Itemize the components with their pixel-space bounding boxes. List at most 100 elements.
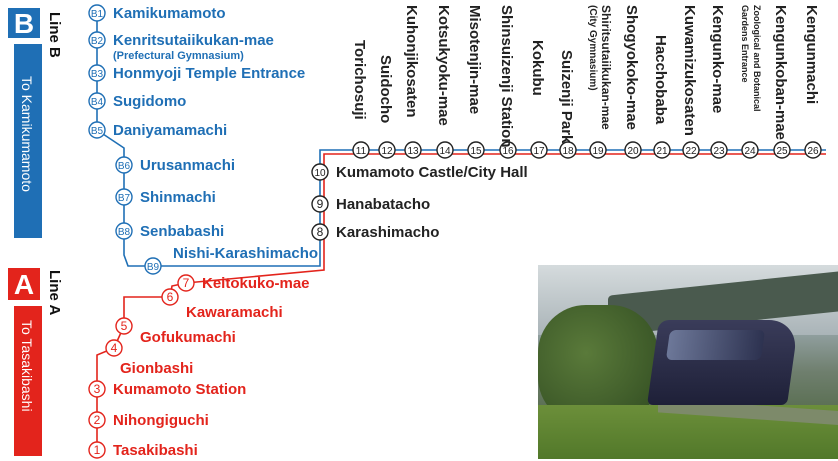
station-b1[interactable]: B1 [88, 4, 106, 22]
station-26-number: 26 [807, 146, 819, 157]
station-10-circle [311, 163, 329, 181]
station-26-name: Kengunmachi [803, 5, 820, 104]
station-b7[interactable]: B7 [115, 188, 133, 206]
station-10[interactable]: 10 [311, 163, 329, 181]
station-a4-circle [105, 339, 123, 357]
station-22[interactable]: 22 [682, 141, 700, 159]
station-b4-circle [88, 92, 106, 110]
line-b-letter: B [14, 8, 34, 39]
station-b9[interactable]: B9 [144, 257, 162, 275]
station-23-circle [710, 141, 728, 159]
station-a2-name: Nihongiguchi [113, 412, 209, 429]
station-16[interactable]: 16 [499, 141, 517, 159]
station-13-circle [404, 141, 422, 159]
station-23-name: Kengunko-mae [709, 5, 726, 113]
station-25[interactable]: 25 [773, 141, 791, 159]
station-16-number: 16 [502, 146, 514, 157]
tram-photo [537, 264, 838, 460]
station-23[interactable]: 23 [710, 141, 728, 159]
station-13-name: Kuhonjikosaten [403, 5, 420, 118]
station-14-number: 14 [439, 146, 451, 157]
station-a2-number: 2 [94, 413, 101, 427]
station-b7-circle [115, 188, 133, 206]
station-a6-number: 6 [167, 290, 174, 304]
station-14[interactable]: 14 [436, 141, 454, 159]
station-b3-circle [88, 64, 106, 82]
station-14-name: Kotsukyoku-mae [435, 5, 452, 126]
station-a2[interactable]: 2 [88, 411, 106, 429]
station-11-number: 11 [356, 146, 367, 157]
station-9-name: Hanabatacho [336, 196, 430, 213]
station-b6-name: Urusanmachi [140, 157, 235, 174]
station-20[interactable]: 20 [624, 141, 642, 159]
station-b2[interactable]: B2 [88, 31, 106, 49]
station-24-number: 24 [744, 146, 756, 157]
station-b3-number: B3 [91, 69, 104, 80]
station-b5-name: Daniyamamachi [113, 122, 227, 139]
station-b9-circle [144, 257, 162, 275]
station-16-name: Shinsuizenji Station [498, 5, 515, 148]
station-a4-name: Gionbashi [120, 360, 193, 377]
station-b8[interactable]: B8 [115, 222, 133, 240]
station-a3-circle [88, 380, 106, 398]
station-a1[interactable]: 1 [88, 441, 106, 459]
station-17[interactable]: 17 [530, 141, 548, 159]
station-a5[interactable]: 5 [115, 317, 133, 335]
station-b5[interactable]: B5 [88, 121, 106, 139]
line-b-direction-box [14, 44, 42, 238]
line-b-badge[interactable]: B Line B To Kamikumamoto [8, 8, 63, 238]
station-b5-number: B5 [91, 126, 104, 137]
station-13-number: 13 [407, 146, 419, 157]
station-13[interactable]: 13 [404, 141, 422, 159]
station-a4[interactable]: 4 [105, 339, 123, 357]
station-b4[interactable]: B4 [88, 92, 106, 110]
station-17-number: 17 [533, 146, 545, 157]
station-8-name: Karashimacho [336, 224, 439, 241]
station-11[interactable]: 11 [352, 141, 370, 159]
station-19-number: 19 [592, 146, 604, 157]
station-19[interactable]: 19 [589, 141, 607, 159]
station-18[interactable]: 18 [559, 141, 577, 159]
station-a7[interactable]: 7 [177, 274, 195, 292]
station-a5-circle [115, 317, 133, 335]
station-a1-name: Tasakibashi [113, 442, 198, 459]
station-b9-name: Nishi-Karashimacho [173, 245, 318, 262]
station-b3[interactable]: B3 [88, 64, 106, 82]
station-b1-number: B1 [91, 9, 104, 20]
station-b6[interactable]: B6 [115, 156, 133, 174]
station-26[interactable]: 26 [804, 141, 822, 159]
line-a-direction-box [14, 306, 42, 456]
station-23-number: 23 [713, 146, 725, 157]
station-8[interactable]: 8 [311, 223, 329, 241]
line-a-badge[interactable]: A Line A To Tasakibashi [8, 268, 63, 456]
station-a3[interactable]: 3 [88, 380, 106, 398]
station-a7-name: Keitokuko-mae [202, 275, 310, 292]
station-9[interactable]: 9 [311, 195, 329, 213]
station-a7-number: 7 [183, 276, 190, 290]
station-a6[interactable]: 6 [161, 288, 179, 306]
station-20-name: Shogyokoko-mae [623, 5, 640, 130]
station-14-circle [436, 141, 454, 159]
station-25-number: 25 [776, 146, 788, 157]
station-20-number: 20 [627, 146, 639, 157]
station-24[interactable]: 24 [741, 141, 759, 159]
station-b9-number: B9 [147, 262, 160, 273]
station-21[interactable]: 21 [653, 141, 671, 159]
station-8-circle [311, 223, 329, 241]
station-12-circle [378, 141, 396, 159]
station-12[interactable]: 12 [378, 141, 396, 159]
station-b8-name: Senbabashi [140, 223, 224, 240]
station-21-circle [653, 141, 671, 159]
station-21-number: 21 [656, 146, 668, 157]
station-19-name: Shiritsutaiikukan-mae [599, 5, 613, 130]
station-9-number: 9 [317, 197, 324, 211]
station-a1-number: 1 [94, 443, 101, 457]
station-b4-name: Sugidomo [113, 93, 186, 110]
line-a-direction: To Tasakibashi [19, 320, 35, 412]
station-a5-name: Gofukumachi [140, 329, 236, 346]
station-15[interactable]: 15 [467, 141, 485, 159]
station-a3-number: 3 [94, 382, 101, 396]
station-15-circle [467, 141, 485, 159]
